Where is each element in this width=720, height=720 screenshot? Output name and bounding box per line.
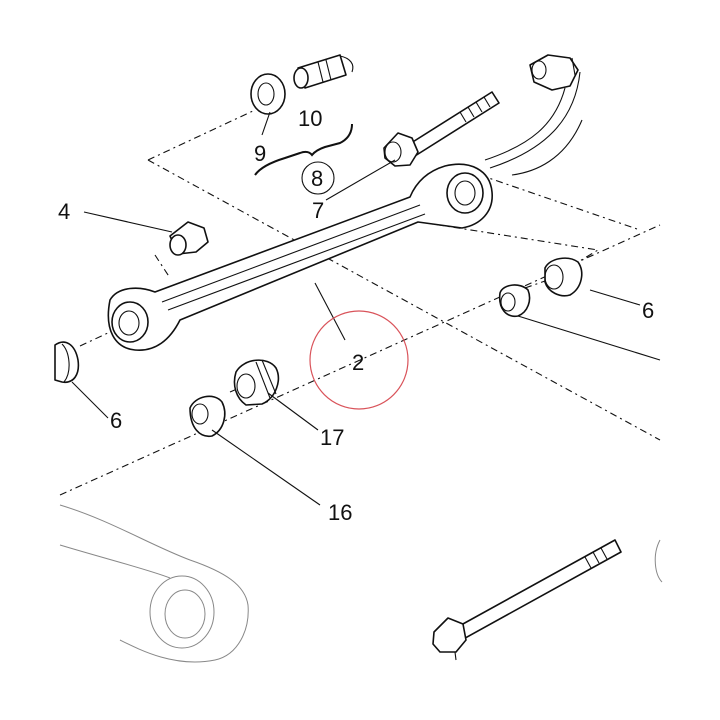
callout-7: 7: [312, 198, 324, 223]
upper-frame-arm: [484, 54, 583, 176]
long-bolt-bottom: [432, 539, 622, 661]
leader-lines: [71, 111, 661, 506]
bolt-7: [383, 91, 500, 167]
callout-9: 9: [254, 141, 266, 166]
callout-16: 16: [328, 500, 352, 525]
bush-6-right: [498, 257, 583, 318]
callout-10: 10: [298, 106, 322, 131]
callout-4: 4: [58, 199, 70, 224]
callout-8: 8: [311, 166, 323, 191]
callout-2-highlight-ring: [309, 310, 409, 410]
bushing-4: [169, 221, 209, 256]
callout-2: 2: [352, 350, 364, 375]
callout-8-ring: [301, 161, 335, 195]
callout-6-left: 6: [110, 408, 122, 433]
brace-group-8: [254, 123, 353, 176]
bushings-16-17: [189, 359, 280, 437]
callout-17: 17: [320, 425, 344, 450]
bushings-9-10: [250, 54, 354, 115]
background-structure: [59, 504, 663, 663]
callout-6-right: 6: [642, 298, 654, 323]
callouts: 4 6 6 7 8 9 10 2 17 16: [58, 106, 654, 525]
bush-6-left: [54, 341, 80, 384]
main-link-rod-2: [107, 163, 493, 351]
